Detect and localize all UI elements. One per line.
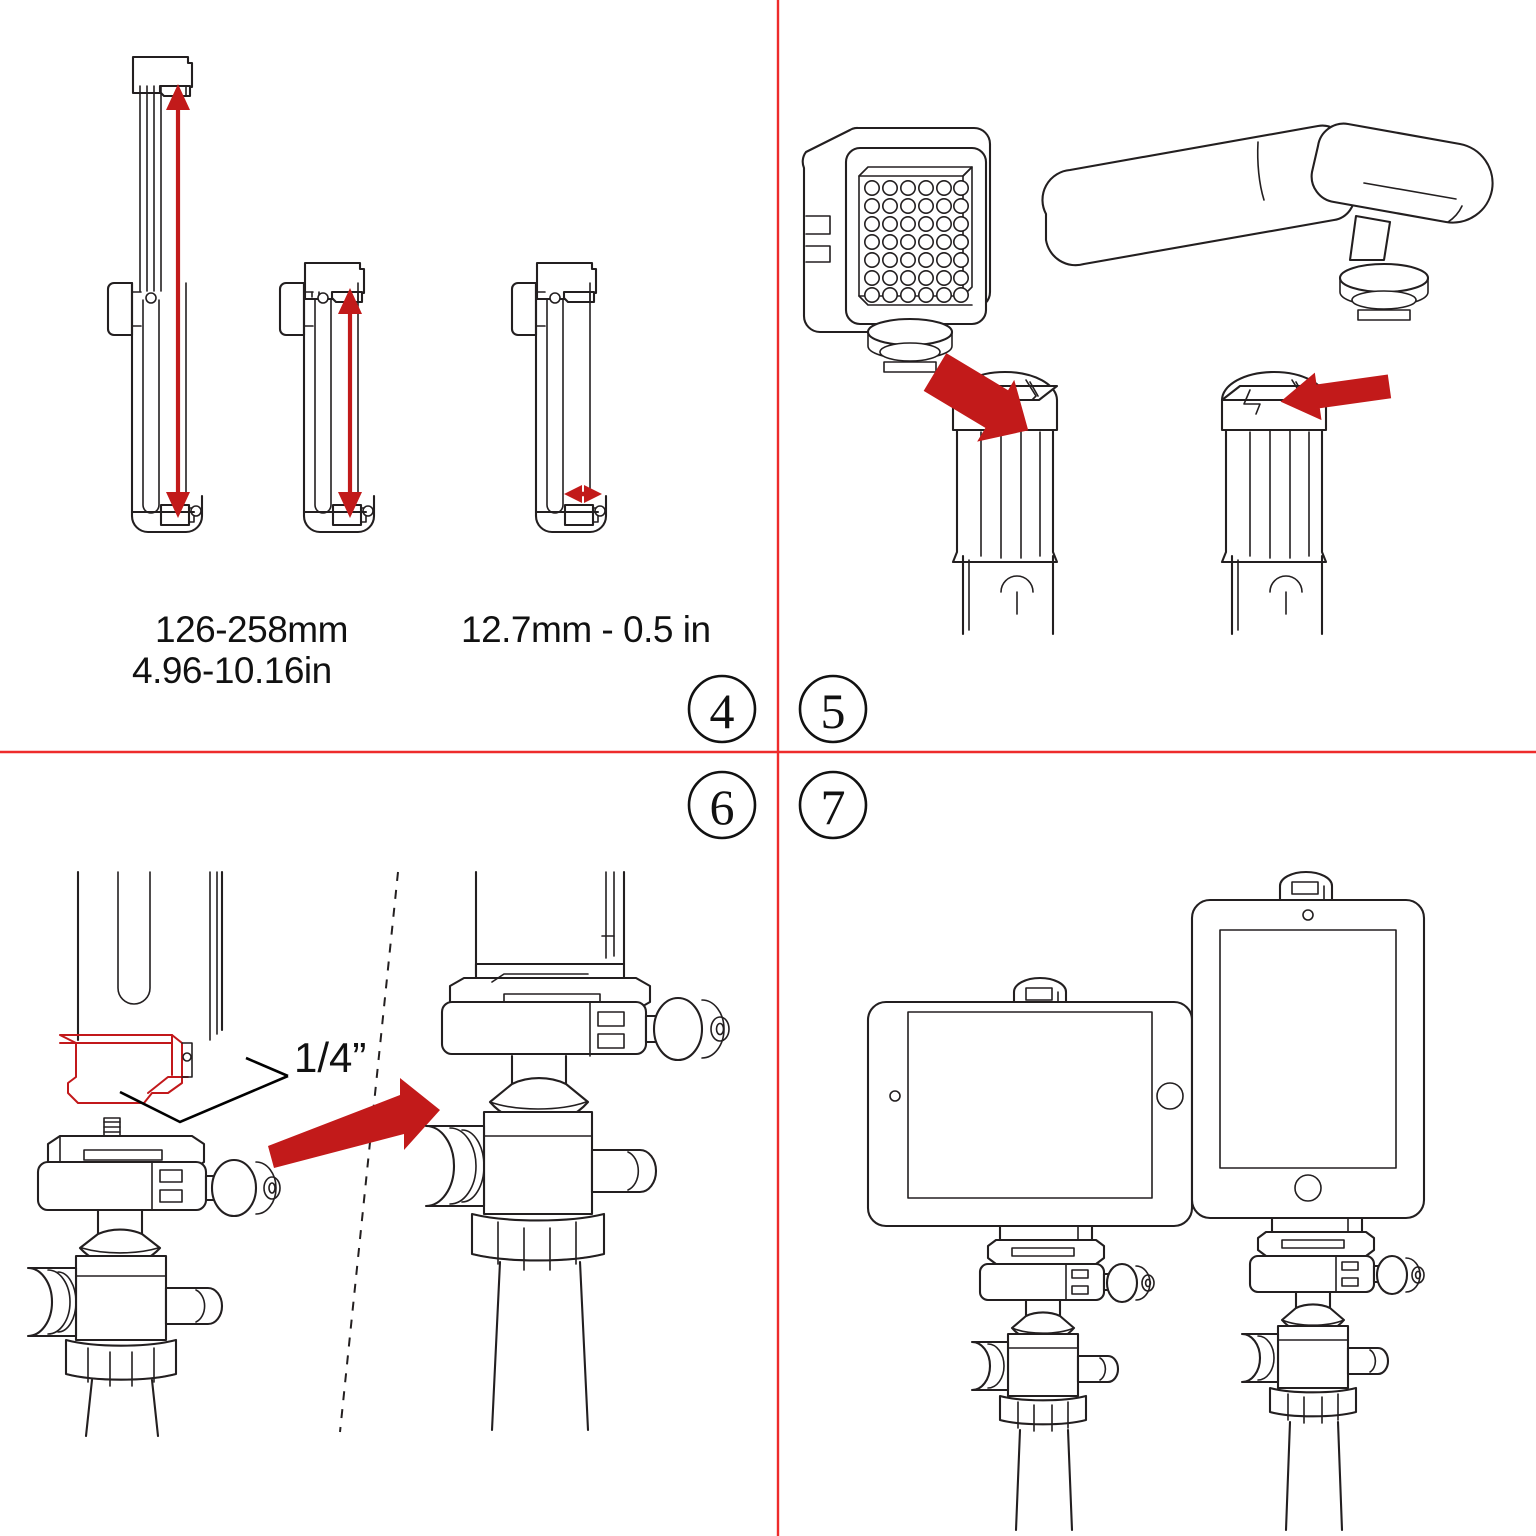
step-badge-7-label: 7 bbox=[821, 779, 846, 835]
step-badge-6-label: 6 bbox=[710, 779, 735, 835]
tablet-landscape bbox=[866, 976, 1194, 1532]
dimension-range-mm: 126-258mm bbox=[155, 609, 348, 650]
step-badge-4: 4 bbox=[687, 674, 757, 744]
shotgun-microphone bbox=[1041, 122, 1494, 321]
step-badge-6: 6 bbox=[687, 770, 757, 840]
panel-7-illustration bbox=[866, 870, 1426, 1532]
ball-head-clamp-left bbox=[26, 1117, 281, 1438]
transition-arrow bbox=[268, 1078, 440, 1168]
led-video-light bbox=[801, 126, 992, 373]
dimension-range-in: 4.96-10.16in bbox=[132, 650, 332, 691]
step-badge-4-label: 4 bbox=[710, 683, 735, 739]
led-grid bbox=[863, 180, 969, 303]
holder-max-extended bbox=[106, 55, 204, 534]
scene-divider-dashed bbox=[339, 871, 399, 1433]
thread-size-label: 1/4” bbox=[294, 1034, 366, 1081]
step-badge-7: 7 bbox=[798, 770, 868, 840]
mount-arrow-led bbox=[923, 353, 1029, 442]
mount-arrow-microphone bbox=[1280, 372, 1392, 421]
range-arrow-min bbox=[338, 288, 362, 518]
thread-callout bbox=[119, 1056, 289, 1124]
step-badge-5: 5 bbox=[798, 674, 868, 744]
holder-bottom-left bbox=[59, 870, 224, 1104]
step-badge-5-label: 5 bbox=[821, 683, 846, 739]
panel-5-illustration bbox=[801, 122, 1494, 636]
holder-min-extended bbox=[278, 261, 376, 534]
holder-side-profile bbox=[510, 261, 608, 534]
step-badges: 4 5 6 7 bbox=[687, 674, 868, 840]
panel-4-illustration: 126-258mm 4.96-10.16in 12.7mm - 0.5 in bbox=[106, 55, 711, 691]
panel-6-illustration: 1/4” bbox=[26, 870, 730, 1438]
tablet-portrait bbox=[1190, 870, 1426, 1532]
dimension-thickness: 12.7mm - 0.5 in bbox=[461, 609, 711, 650]
range-arrow-max bbox=[166, 84, 190, 518]
thickness-arrow bbox=[564, 485, 602, 503]
ball-head-assembled bbox=[424, 870, 730, 1432]
